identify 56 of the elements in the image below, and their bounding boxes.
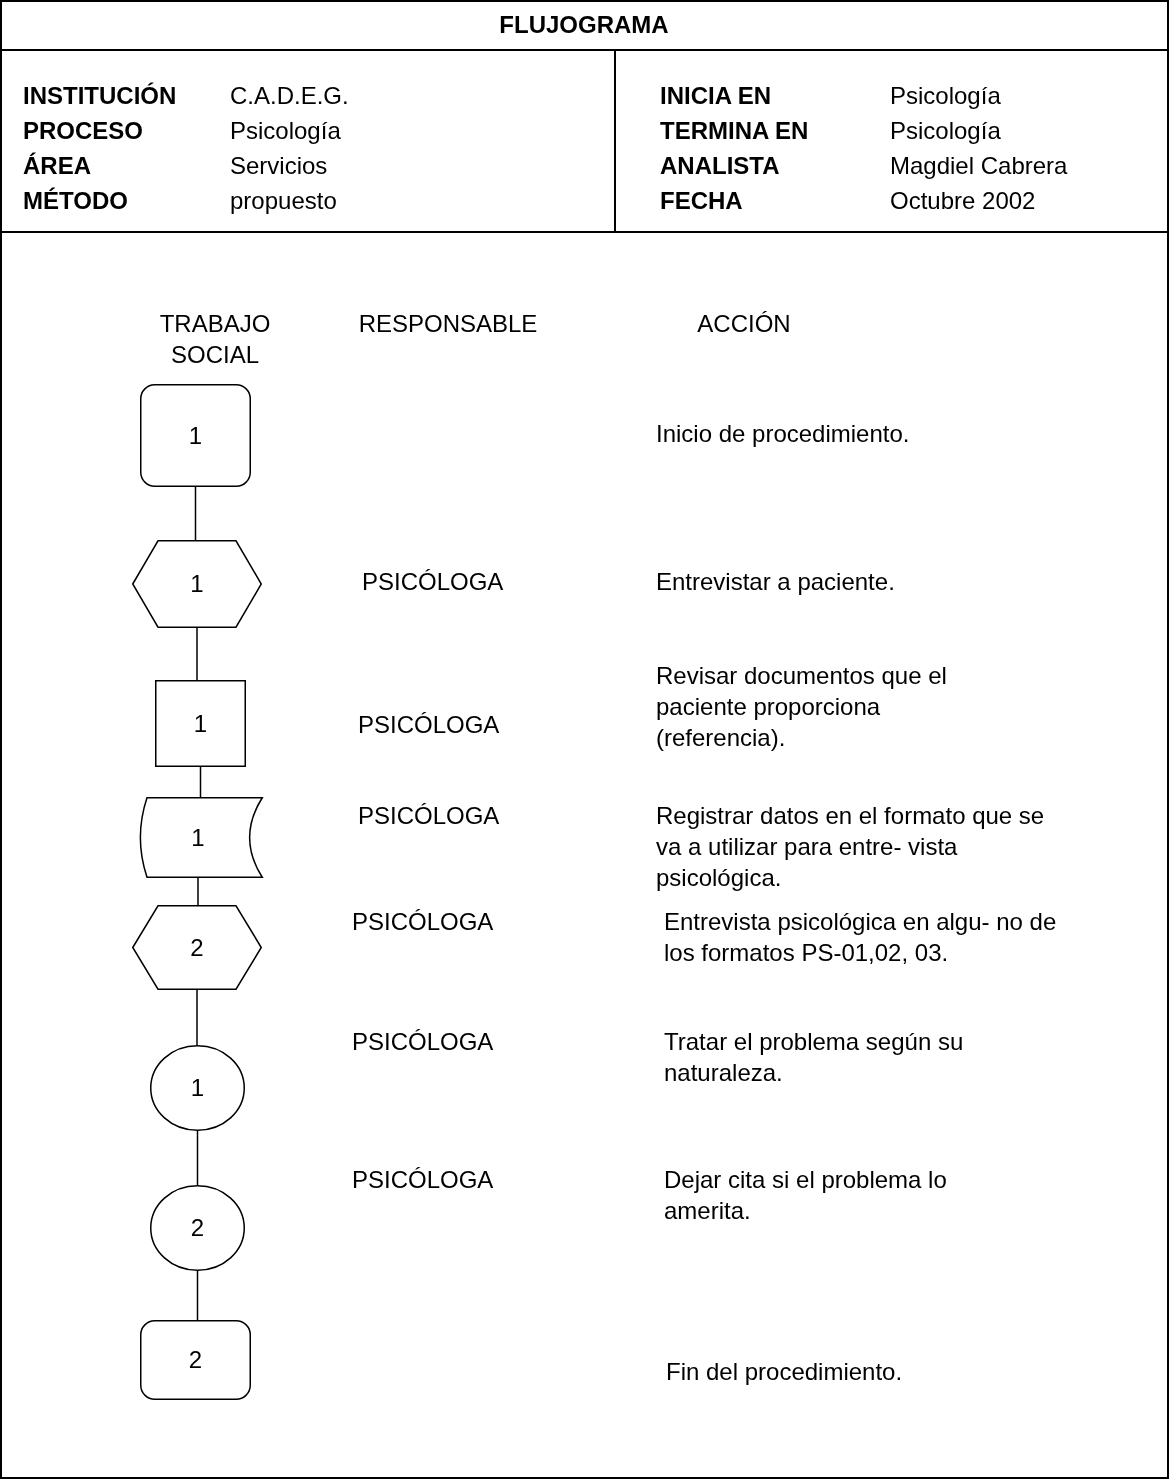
hexagon-shape — [132, 905, 262, 990]
responsible-text: PSICÓLOGA — [352, 1165, 494, 1195]
field-name: INSTITUCIÓN — [23, 81, 177, 111]
step-number: 2 — [190, 1214, 205, 1242]
column-heading: RESPONSABLE — [358, 309, 538, 339]
field-value: Psicología — [890, 81, 1001, 111]
step-number: 1 — [190, 570, 204, 598]
field-value: Servicios — [230, 151, 328, 181]
connector-line — [199, 766, 202, 798]
column-heading: TRABAJO SOCIAL — [158, 309, 272, 370]
step-number: 1 — [190, 1074, 205, 1102]
circle-shape — [150, 1185, 245, 1271]
field-name: MÉTODO — [23, 186, 128, 216]
terminal-box — [140, 384, 251, 487]
responsible-text: PSICÓLOGA — [352, 1027, 494, 1057]
step-number: 2 — [188, 1346, 203, 1374]
field-value: Octubre 2002 — [890, 186, 1036, 216]
column-heading: ACCIÓN — [697, 309, 791, 339]
field-name: PROCESO — [23, 116, 144, 146]
hexagon-shape — [132, 540, 262, 628]
field-value: Psicología — [230, 116, 341, 146]
field-value: Psicología — [890, 116, 1001, 146]
connector-line — [196, 1270, 199, 1321]
responsible-text: PSICÓLOGA — [358, 801, 500, 831]
responsible-text: PSICÓLOGA — [358, 710, 500, 740]
action-text: Fin del procedimiento. — [666, 1357, 904, 1387]
process-box — [155, 680, 246, 767]
connector-line — [196, 1130, 199, 1186]
responsible-text: PSICÓLOGA — [362, 567, 504, 597]
table-title: FLUJOGRAMA — [499, 10, 669, 40]
step-number: 1 — [193, 709, 208, 738]
field-name: TERMINA EN — [660, 116, 809, 146]
connector-line — [196, 627, 198, 681]
connector-line — [197, 877, 199, 906]
field-name: FECHA — [660, 186, 743, 216]
step-number: 1 — [191, 823, 205, 852]
field-value: propuesto — [230, 186, 337, 216]
step-number: 1 — [188, 421, 203, 450]
connector-line — [194, 486, 197, 541]
action-text: Revisar documentos que el paciente proporciona (referencia). — [656, 661, 948, 753]
action-text: Dejar cita si el problema lo amerita. — [664, 1165, 948, 1226]
field-value: Magdiel Cabrera — [890, 151, 1068, 181]
action-text: Inicio de procedimiento. — [656, 419, 911, 449]
action-text: Entrevistar a paciente. — [656, 567, 896, 597]
responsible-text: PSICÓLOGA — [352, 907, 494, 937]
field-name: ÁREA — [23, 151, 91, 181]
action-text: Entrevista psicológica en algu- no de los formatos PS-01,02, 03. — [664, 907, 1058, 968]
connector-line — [196, 989, 198, 1046]
field-name: INICIA EN — [660, 81, 772, 111]
terminal-box — [140, 1320, 251, 1400]
step-number: 2 — [190, 933, 204, 962]
action-text: Tratar el problema según su naturaleza. — [664, 1027, 965, 1088]
field-value: C.A.D.E.G. — [230, 81, 349, 111]
circle-shape — [150, 1045, 245, 1131]
action-text: Registrar datos en el formato que se va a utilizar para entre- vista psicológica. — [656, 801, 1046, 893]
field-name: ANALISTA — [660, 151, 780, 181]
